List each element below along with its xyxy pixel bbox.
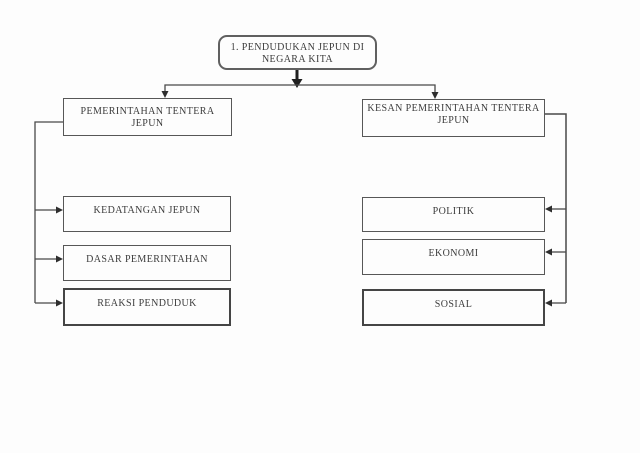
node-label: SOSIAL bbox=[434, 299, 473, 310]
left-bracket-connector bbox=[34, 121, 63, 307]
node-ekonomi: EKONOMI bbox=[362, 239, 545, 275]
node-label: KEDATANGAN JEPUN bbox=[93, 205, 201, 216]
arrowhead-left-header bbox=[161, 91, 169, 98]
right-bracket-connector bbox=[545, 113, 567, 307]
node-kedatangan-jepun: KEDATANGAN JEPUN bbox=[63, 196, 231, 232]
root-down-arrow bbox=[291, 70, 303, 88]
node-pendudukan-jepun-root: 1. PENDUDUKAN JEPUN DI NEGARA KITA bbox=[218, 35, 377, 70]
branch-split-connector bbox=[161, 84, 439, 99]
node-label: POLITIK bbox=[432, 206, 475, 217]
node-label: EKONOMI bbox=[428, 248, 479, 259]
node-label: 1. PENDUDUKAN JEPUN DI NEGARA KITA bbox=[230, 42, 365, 65]
arrowhead-sosial bbox=[545, 299, 552, 307]
arrowhead-ekonomi bbox=[545, 248, 552, 256]
node-label: PEMERINTAHAN TENTERA JEPUN bbox=[80, 106, 215, 129]
node-kesan-pemerintahan-tentera-jepun: KESAN PEMERINTAHAN TENTERA JEPUN bbox=[362, 99, 545, 137]
arrowhead-politik bbox=[545, 205, 552, 213]
node-politik: POLITIK bbox=[362, 197, 545, 232]
node-label: KESAN PEMERINTAHAN TENTERA JEPUN bbox=[367, 103, 540, 126]
node-reaksi-penduduk: REAKSI PENDUDUK bbox=[63, 288, 231, 326]
node-dasar-pemerintahan: DASAR PEMERINTAHAN bbox=[63, 245, 231, 281]
arrowhead-dasar bbox=[56, 255, 63, 263]
node-pemerintahan-tentera-jepun: PEMERINTAHAN TENTERA JEPUN bbox=[63, 98, 232, 136]
arrowhead-kedatangan bbox=[56, 206, 63, 214]
node-sosial: SOSIAL bbox=[362, 289, 545, 326]
node-label: REAKSI PENDUDUK bbox=[97, 298, 197, 309]
arrowhead-reaksi bbox=[56, 299, 63, 307]
node-label: DASAR PEMERINTAHAN bbox=[86, 254, 208, 265]
arrowhead-right-header bbox=[431, 92, 439, 99]
